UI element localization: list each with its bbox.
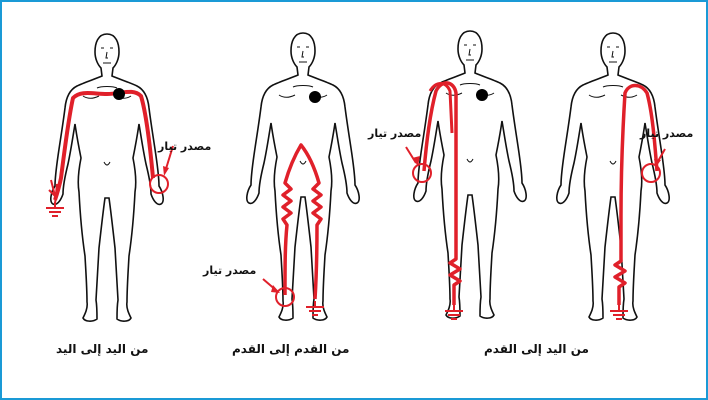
- caption-hand-to-foot: من اليد إلى القدم: [484, 342, 589, 356]
- source-label-1: مصدر تيار: [158, 140, 211, 153]
- figure-hand-to-foot-1: [406, 31, 526, 319]
- source-label-3: مصدر تيار: [368, 127, 421, 140]
- figure-hand-to-hand: [46, 34, 173, 321]
- caption-foot-to-foot: من القدم إلى القدم: [232, 342, 350, 356]
- caption-hand-to-hand: من اليد إلى اليد: [56, 342, 148, 356]
- source-label-4: مصدر تيار: [640, 127, 693, 140]
- source-label-2: مصدر تيار: [203, 264, 256, 277]
- heart-icon: [309, 91, 321, 103]
- heart-icon: [113, 88, 125, 100]
- heart-icon: [476, 89, 488, 101]
- figure-hand-to-foot-2: [557, 33, 669, 320]
- figure-foot-to-foot: [247, 33, 359, 320]
